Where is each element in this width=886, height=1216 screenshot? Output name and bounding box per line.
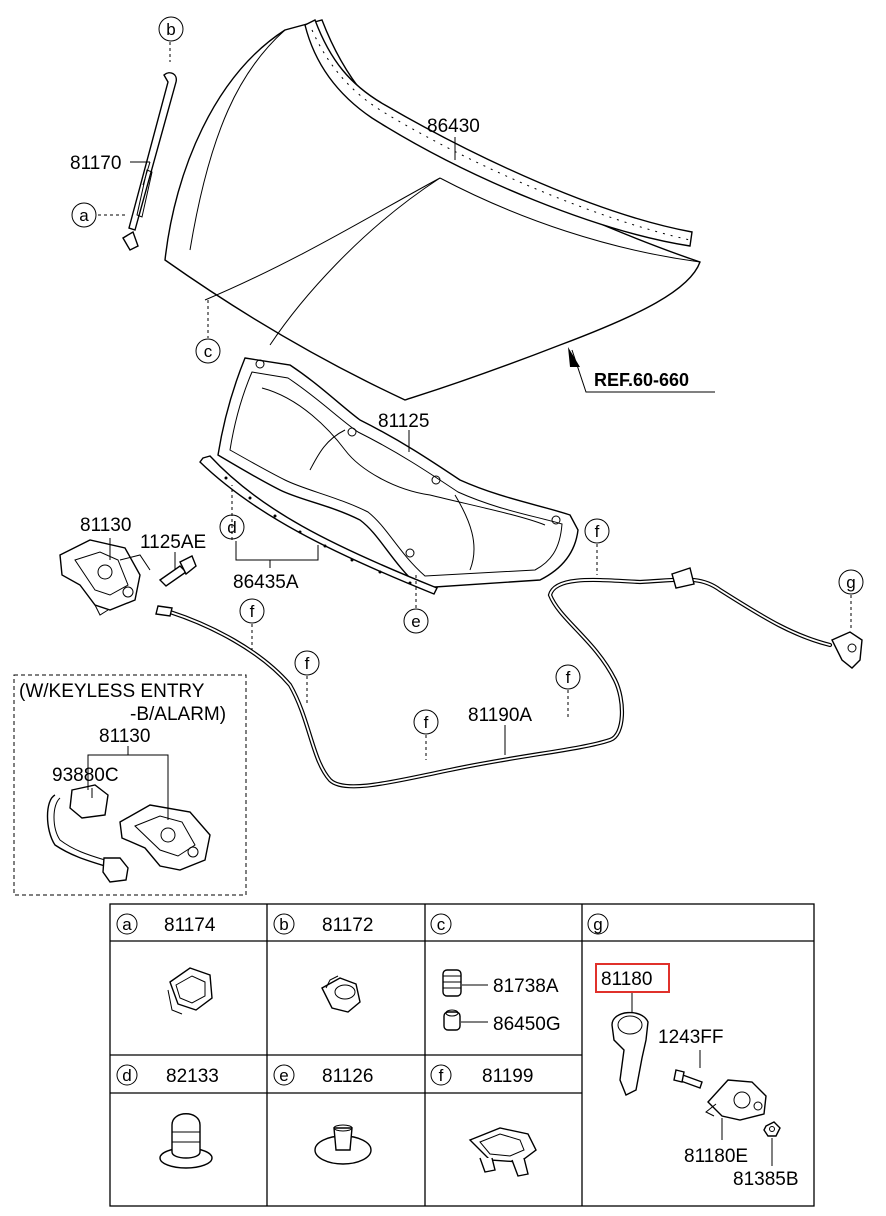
table-cell-c[interactable]: c 81738A 86450G	[430, 913, 561, 1035]
hood-weatherstrip[interactable]	[199, 455, 438, 595]
table-cell-f[interactable]: f 81199	[430, 1064, 537, 1177]
leader-lines	[87, 42, 852, 820]
label-ref-60-660: REF.60-660	[594, 370, 689, 390]
svg-text:f: f	[595, 522, 600, 541]
svg-text:e: e	[279, 1066, 288, 1085]
table-cell-d[interactable]: d 82133	[116, 1064, 219, 1169]
bracket-81180E-illustration	[705, 1079, 767, 1121]
label-81170: 81170	[70, 153, 121, 174]
table-cell-b[interactable]: b 81172	[273, 913, 373, 1013]
label-86430: 86430	[427, 116, 480, 137]
handle-81180-illustration	[611, 1011, 649, 1096]
svg-text:d: d	[122, 1066, 131, 1085]
svg-text:d: d	[227, 518, 236, 537]
label-81190A: 81190A	[468, 705, 532, 726]
keyless-entry-inset-box	[13, 674, 247, 896]
label-keyless-81130: 81130	[99, 726, 150, 747]
part-81174: 81174	[164, 915, 216, 936]
keyless-title-line1: (W/KEYLESS ENTRY	[19, 681, 205, 702]
callout-c[interactable]: c	[195, 338, 221, 364]
clip-82133-illustration	[159, 1113, 213, 1169]
svg-text:b: b	[166, 20, 175, 39]
svg-text:f: f	[424, 713, 429, 732]
clip-81126-illustration	[314, 1124, 372, 1165]
svg-text:b: b	[279, 915, 288, 934]
hood-panel[interactable]	[164, 19, 701, 401]
label-93880C: 93880C	[52, 765, 119, 786]
hood-insulator-pad[interactable]	[217, 357, 579, 589]
table-cell-g[interactable]: g 81180 1243FF 81180E 81385B	[587, 913, 799, 1190]
callout-f-1[interactable]: f	[584, 518, 610, 544]
callout-g[interactable]: g	[838, 569, 864, 595]
part-81172: 81172	[322, 915, 373, 936]
part-81738A: 81738A	[493, 976, 559, 997]
hood-latch[interactable]	[59, 539, 151, 616]
part-1243FF: 1243FF	[658, 1027, 723, 1048]
label-86435A: 86435A	[233, 572, 299, 593]
keyless-title-line2: -B/ALARM)	[130, 704, 226, 725]
callout-b[interactable]: b	[158, 16, 184, 42]
clip-81174-illustration	[167, 967, 213, 1015]
part-81385B: 81385B	[733, 1169, 799, 1190]
keyless-hood-latch[interactable]	[119, 804, 211, 871]
bumper-81738A-illustration	[442, 969, 488, 997]
callout-a[interactable]: a	[71, 202, 97, 228]
svg-text:f: f	[250, 602, 255, 621]
part-86450G: 86450G	[493, 1014, 561, 1035]
highlight-box-81180	[595, 963, 670, 993]
svg-text:c: c	[437, 915, 446, 934]
callout-f-4[interactable]: f	[555, 664, 581, 690]
svg-text:g: g	[846, 573, 855, 592]
svg-text:a: a	[122, 915, 132, 934]
callout-d[interactable]: d	[219, 514, 245, 540]
part-82133: 82133	[166, 1066, 219, 1087]
svg-text:f: f	[566, 668, 571, 687]
part-81180[interactable]: 81180	[601, 969, 652, 990]
hood-seal-strip[interactable]	[304, 19, 693, 247]
part-81199: 81199	[482, 1066, 533, 1087]
stopper-86450G-illustration	[443, 1009, 488, 1031]
label-81125: 81125	[378, 411, 429, 432]
callout-f-3[interactable]: f	[294, 650, 320, 676]
parts-table	[109, 903, 815, 1207]
hood-switch-harness[interactable]	[46, 784, 129, 883]
hood-release-cable[interactable]	[155, 567, 833, 789]
grommet-81172-illustration	[321, 975, 361, 1013]
clip-81199-illustration	[468, 1127, 537, 1177]
latch-bolt[interactable]	[158, 555, 197, 587]
hood-stay-rod[interactable]	[122, 72, 178, 251]
part-81126: 81126	[322, 1066, 373, 1087]
hood-release-handle[interactable]	[831, 631, 863, 669]
svg-text:c: c	[204, 342, 213, 361]
part-81180E: 81180E	[684, 1146, 748, 1167]
label-81130: 81130	[80, 515, 131, 536]
svg-text:f: f	[439, 1066, 444, 1085]
table-cell-e[interactable]: e 81126	[273, 1064, 373, 1165]
callout-f-5[interactable]: f	[413, 709, 439, 735]
callout-e[interactable]: e	[403, 608, 429, 634]
svg-text:a: a	[79, 206, 89, 225]
label-1125AE: 1125AE	[140, 532, 206, 553]
nut-81385B-illustration	[763, 1121, 781, 1137]
svg-text:e: e	[411, 612, 420, 631]
svg-text:g: g	[593, 915, 602, 934]
table-cell-a[interactable]: a 81174	[116, 913, 216, 1015]
bolt-1243FF-illustration	[673, 1069, 703, 1089]
svg-text:f: f	[305, 654, 310, 673]
callout-f-2[interactable]: f	[239, 598, 265, 624]
